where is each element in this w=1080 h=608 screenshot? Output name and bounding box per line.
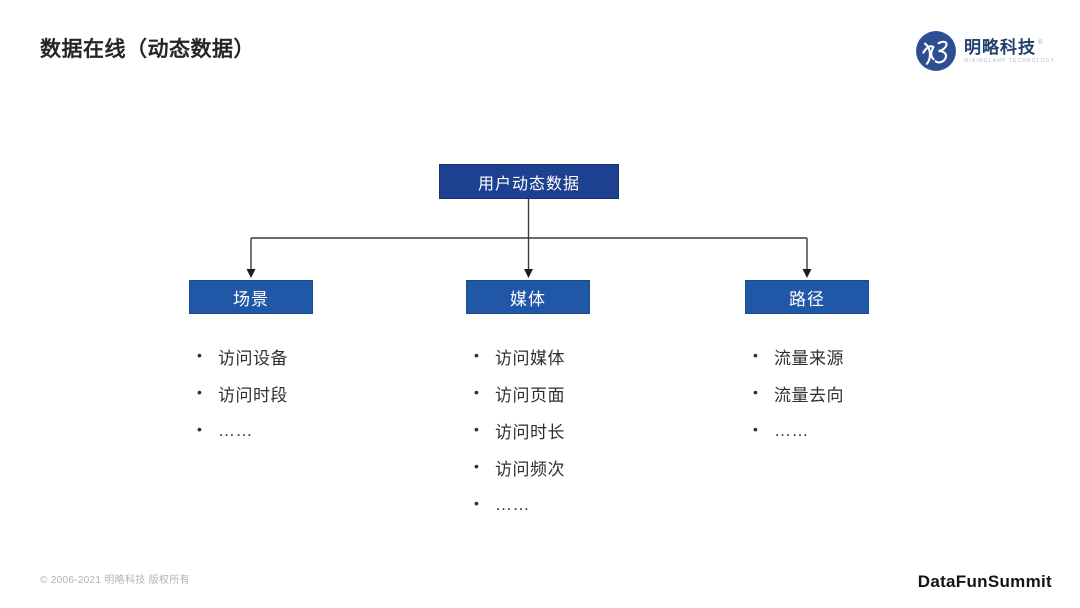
list-item-text: 访问媒体 [495, 349, 565, 368]
diagram-branch-scene: 场景 • 访问设备 • 访问时段 • …… [189, 280, 419, 449]
bullet-icon: • [197, 384, 203, 401]
bullet-icon: • [753, 347, 759, 364]
branch-item-list: • 访问媒体 • 访问页面 • 访问时长 • 访问频次 • …… [466, 338, 696, 523]
list-item-text: 流量来源 [774, 349, 844, 368]
list-item: • 流量去向 [745, 375, 975, 412]
list-item-text: 流量去向 [774, 386, 844, 405]
logo-text: 明略科技 ® MININGLAMP TECHNOLOGY [964, 39, 1055, 64]
list-item-text: 访问页面 [495, 386, 565, 405]
bullet-icon: • [474, 495, 480, 512]
list-item: • 访问页面 [466, 375, 696, 412]
bullet-icon: • [753, 421, 759, 438]
diagram-root-node: 用户动态数据 [439, 164, 619, 199]
branch-item-list: • 访问设备 • 访问时段 • …… [189, 338, 419, 449]
company-logo: 明略科技 ® MININGLAMP TECHNOLOGY [915, 30, 1055, 72]
list-item: • 访问设备 [189, 338, 419, 375]
branch-node-label: 场景 [189, 280, 313, 314]
bullet-icon: • [197, 421, 203, 438]
list-item: • …… [466, 486, 696, 523]
copyright-text: © 2006-2021 明略科技 版权所有 [40, 575, 190, 586]
list-item: • 访问时段 [189, 375, 419, 412]
diagram-branch-media: 媒体 • 访问媒体 • 访问页面 • 访问时长 • 访问频次 • …… [466, 280, 696, 523]
logo-tagline: MININGLAMP TECHNOLOGY [964, 57, 1055, 64]
logo-brand-name: 明略科技 [964, 37, 1037, 57]
branch-node-label: 媒体 [466, 280, 590, 314]
list-item-text: 访问时段 [218, 386, 288, 405]
list-item-text: …… [495, 494, 530, 514]
branch-node-label: 路径 [745, 280, 869, 314]
list-item: • …… [745, 412, 975, 449]
bullet-icon: • [474, 384, 480, 401]
list-item-text: …… [774, 420, 809, 440]
diagram-branch-path: 路径 • 流量来源 • 流量去向 • …… [745, 280, 975, 449]
page-title: 数据在线（动态数据） [40, 38, 255, 61]
list-item-text: 访问频次 [495, 460, 565, 479]
list-item: • 访问时长 [466, 412, 696, 449]
bullet-icon: • [474, 347, 480, 364]
list-item: • 流量来源 [745, 338, 975, 375]
list-item: • 访问频次 [466, 449, 696, 486]
registered-trademark-mark: ® [1038, 39, 1043, 46]
bullet-icon: • [753, 384, 759, 401]
list-item: • …… [189, 412, 419, 449]
list-item: • 访问媒体 [466, 338, 696, 375]
datafunsummit-brand: DataFunSummit [917, 572, 1052, 591]
bullet-icon: • [474, 421, 480, 438]
bullet-icon: • [197, 347, 203, 364]
list-item-text: 访问设备 [218, 349, 288, 368]
list-item-text: 访问时长 [495, 423, 565, 442]
list-item-text: …… [218, 420, 253, 440]
branch-item-list: • 流量来源 • 流量去向 • …… [745, 338, 975, 449]
mininglamp-logo-icon [916, 31, 956, 71]
bullet-icon: • [474, 458, 480, 475]
